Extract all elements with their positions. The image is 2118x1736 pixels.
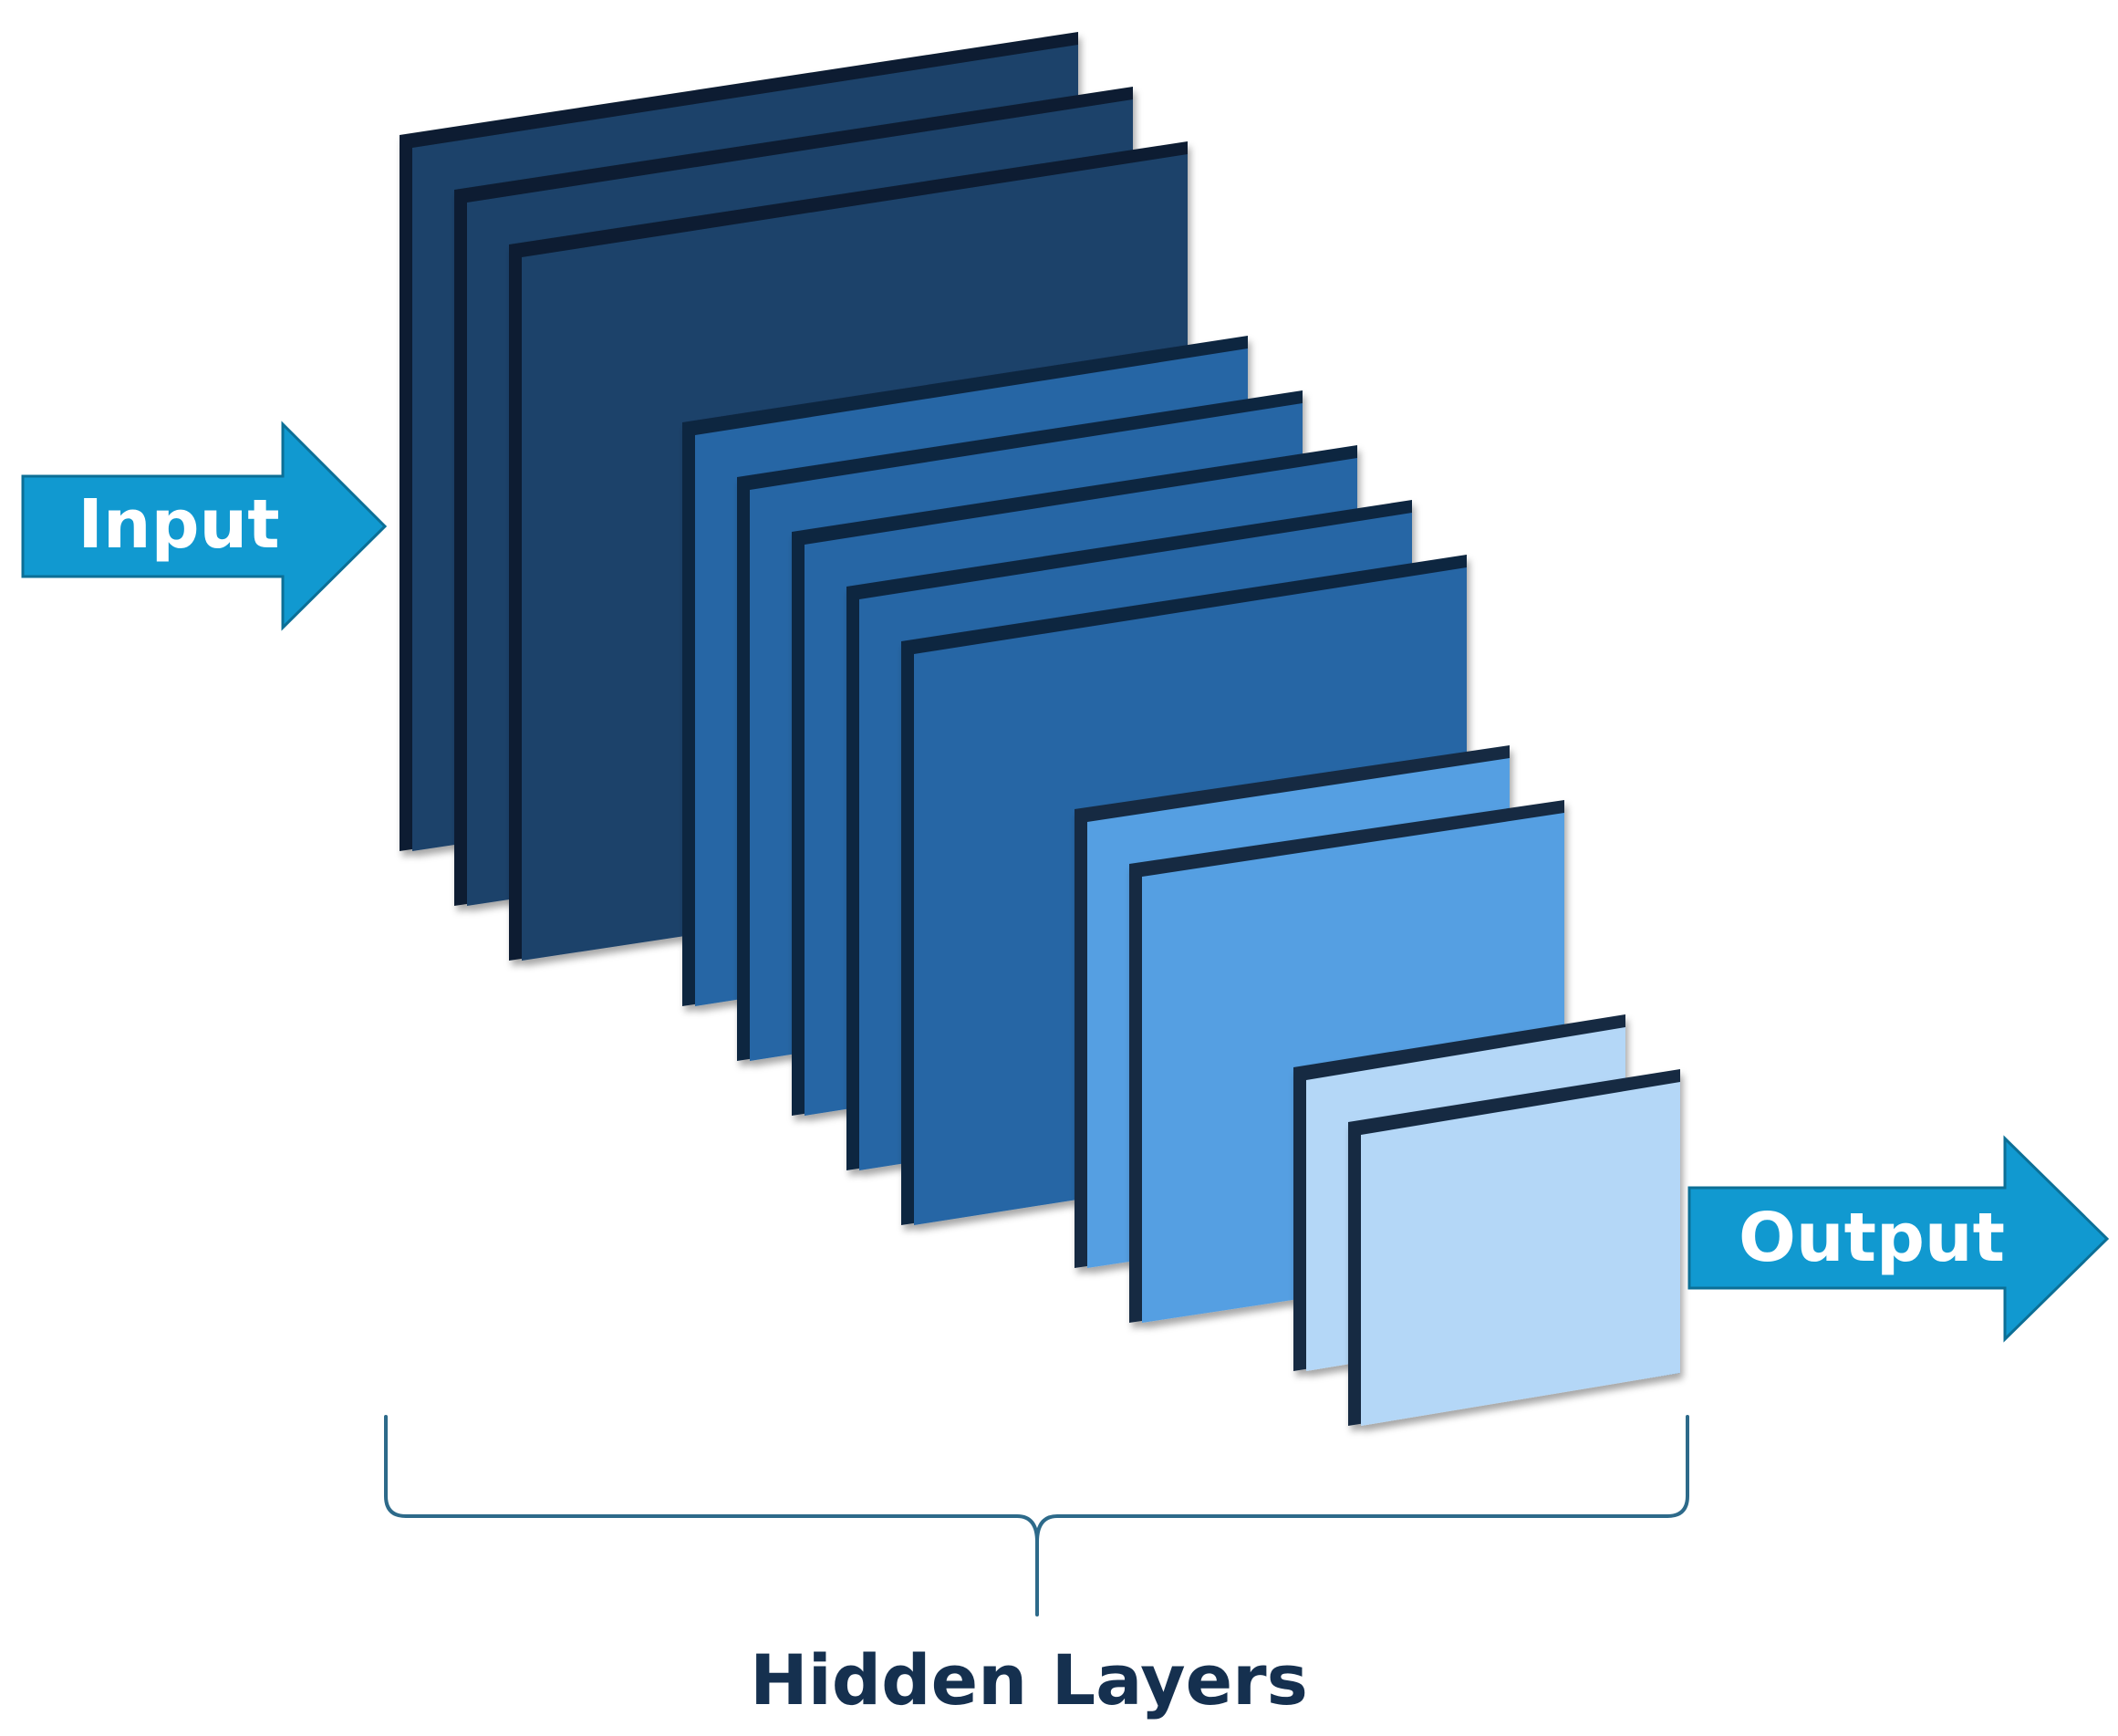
output-arrow-icon	[1687, 1135, 2110, 1343]
output-arrow: Output	[1687, 1135, 2110, 1343]
hidden-layers-brace	[384, 1415, 1689, 1616]
input-label: Input	[78, 485, 279, 564]
output-label: Output	[1739, 1199, 2005, 1277]
hidden-layer-face	[1361, 1082, 1680, 1426]
hidden-layers-label: Hidden Layers	[750, 1639, 1308, 1720]
input-arrow: Input	[21, 421, 388, 631]
input-arrow-icon	[21, 421, 388, 631]
hidden-layer-plane	[1348, 1069, 1680, 1426]
hidden-layers-stack	[400, 32, 1680, 1426]
